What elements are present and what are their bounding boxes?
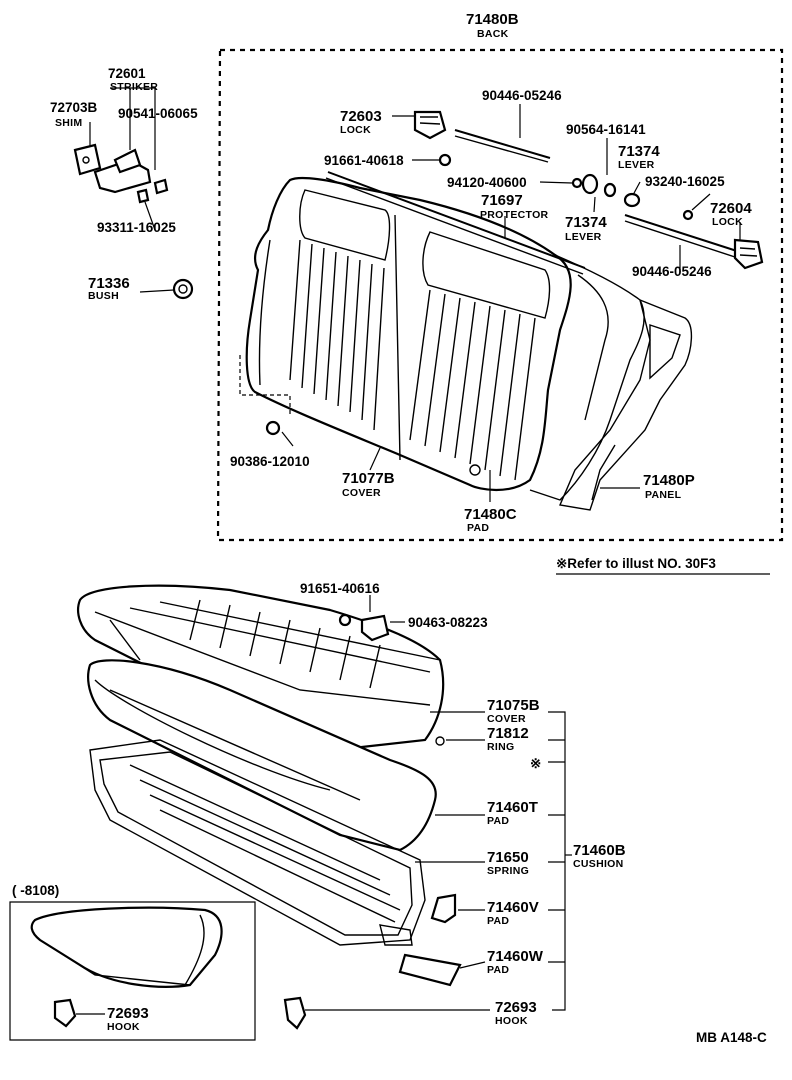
spring-name: SPRING <box>487 865 529 877</box>
back-fasteners-drawing <box>265 153 694 436</box>
bush-drawing <box>172 278 194 300</box>
lever-upper-number: 71374 <box>618 143 660 160</box>
back-leader-lines <box>89 87 741 502</box>
shim-name: SHIM <box>55 117 82 129</box>
pad-v-drawing <box>430 893 457 924</box>
hook-name: HOOK <box>495 1015 528 1027</box>
hook-drawing <box>283 996 307 1030</box>
protector-bar-drawing <box>325 171 586 275</box>
lock-left-number: 72603 <box>340 108 382 125</box>
cushion-assy-number: 71460B <box>573 842 626 859</box>
cushion-bracket-number: 90463-08223 <box>408 615 488 630</box>
lock-right-drawing <box>733 238 764 270</box>
back-cover-name: COVER <box>342 487 381 499</box>
striker-bolt-number: 90541-06065 <box>118 106 198 121</box>
ring-name: RING <box>487 741 514 753</box>
spring-number: 71650 <box>487 849 529 866</box>
seat-back-cover-drawing <box>245 176 572 492</box>
back-pad-number: 71480C <box>464 506 517 523</box>
cushion-screw-number: 91651-40616 <box>300 581 380 596</box>
cushion-cover-number: 71075B <box>487 697 540 714</box>
lever-lower-name: LEVER <box>565 231 602 243</box>
back-assy-name: BACK <box>477 28 509 40</box>
back-assy-number: 71480B <box>466 11 519 28</box>
washer-number: 90564-16141 <box>566 122 646 137</box>
cushion-screw-bracket-drawing <box>338 613 445 746</box>
pad-t-number: 71460T <box>487 799 538 816</box>
seat-back-pad-drawing <box>529 254 645 501</box>
cushion-leader-lines <box>305 595 572 1011</box>
inset-range: ( -8108) <box>12 883 59 898</box>
lock-left-drawing <box>413 110 447 140</box>
panel-name: PANEL <box>645 489 682 501</box>
lock-rod-lower-drawing <box>624 214 741 259</box>
bush-number: 71336 <box>88 275 130 292</box>
striker-number: 72601 <box>108 66 146 81</box>
back-cover-number: 71077B <box>342 470 395 487</box>
lock-left-name: LOCK <box>340 124 371 136</box>
pad-v-number: 71460V <box>487 899 539 916</box>
lock-rod-upper-drawing <box>454 129 551 163</box>
inset-hook-drawing <box>53 998 105 1028</box>
ring-number: 71812 <box>487 725 529 742</box>
pad-t-name: PAD <box>487 815 509 827</box>
pad-v-name: PAD <box>487 915 509 927</box>
rod-lower-number: 90446-05246 <box>632 264 712 279</box>
pad-w-number: 71460W <box>487 948 544 965</box>
lock-screw-number: 91661-40618 <box>324 153 404 168</box>
inset-hook-number: 72693 <box>107 1005 149 1022</box>
clip-number: 94120-40600 <box>447 175 527 190</box>
lock-right-number: 72604 <box>710 200 752 217</box>
lever-upper-name: LEVER <box>618 159 655 171</box>
lever-lower-number: 71374 <box>565 214 607 231</box>
lever-screw-number: 93240-16025 <box>645 174 725 189</box>
illustration-code: MB A148-C <box>696 1030 767 1045</box>
cushion-assy-name: CUSHION <box>573 858 624 870</box>
striker-shim-drawing <box>73 143 169 204</box>
seat-cushion-pad-drawing <box>87 659 437 852</box>
lock-right-name: LOCK <box>712 216 743 228</box>
panel-number: 71480P <box>643 472 695 489</box>
striker-name: STRIKER <box>110 81 158 93</box>
seat-back-panel-drawing <box>559 298 693 511</box>
protector-number: 71697 <box>481 192 523 209</box>
striker-screw-number: 93311-16025 <box>97 220 176 235</box>
reference-note: ※Refer to illust NO. 30F3 <box>556 556 716 571</box>
cushion-cover-name: COVER <box>487 713 526 725</box>
protector-name: PROTECTOR <box>480 209 549 221</box>
pad-w-drawing <box>398 953 462 987</box>
seat-cushion-spring-drawing <box>89 739 426 946</box>
rod-upper-number: 90446-05246 <box>482 88 562 103</box>
back-assembly-frame <box>216 48 784 542</box>
inset-hook-name: HOOK <box>107 1021 140 1033</box>
shim-number: 72703B <box>50 100 98 115</box>
pad-w-name: PAD <box>487 964 509 976</box>
bush-name: BUSH <box>88 290 119 302</box>
cushion-ref-mark: ※ <box>530 756 541 771</box>
back-pad-name: PAD <box>467 522 489 534</box>
inset-frame <box>9 901 256 1041</box>
inset-cushion-drawing <box>30 906 223 988</box>
hook-number: 72693 <box>495 999 537 1016</box>
grommet-number: 90386-12010 <box>230 454 310 469</box>
